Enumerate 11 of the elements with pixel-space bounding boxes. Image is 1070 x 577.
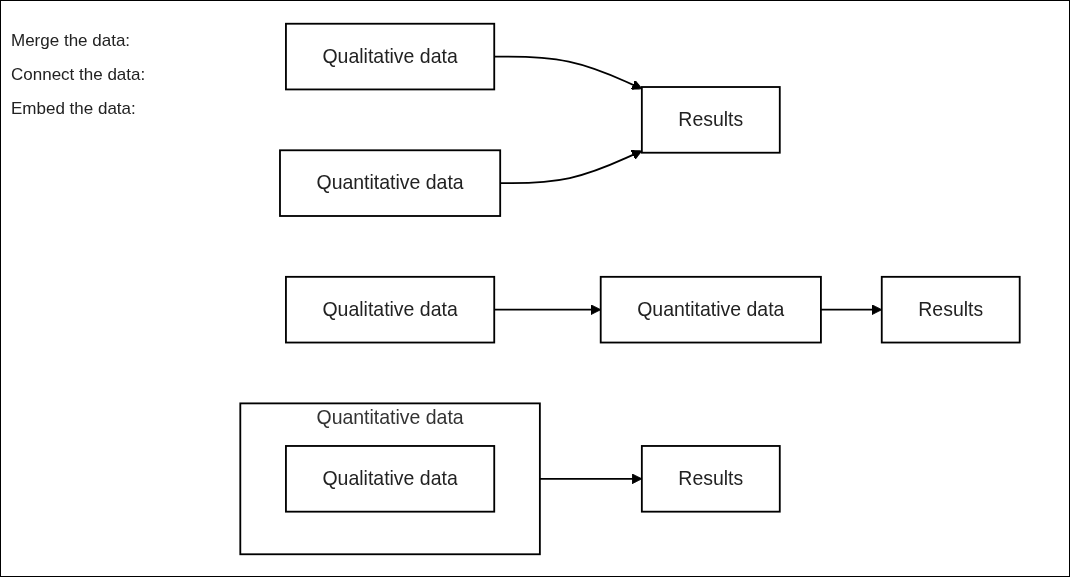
node-box: Quantitative data — [599, 275, 822, 343]
node-box: Results — [880, 275, 1021, 343]
node-box: Results — [640, 444, 781, 513]
node-box: Qualitative data — [285, 22, 496, 90]
section-heading: Connect the data: — [11, 65, 147, 85]
node-box: Results — [640, 85, 781, 154]
section-heading: Embed the data: — [11, 99, 137, 119]
section-heading: Merge the data: — [11, 31, 132, 51]
node-box: Quantitative data — [279, 148, 502, 217]
node-box: Qualitative data — [285, 444, 496, 513]
node-box: Qualitative data — [285, 275, 496, 343]
